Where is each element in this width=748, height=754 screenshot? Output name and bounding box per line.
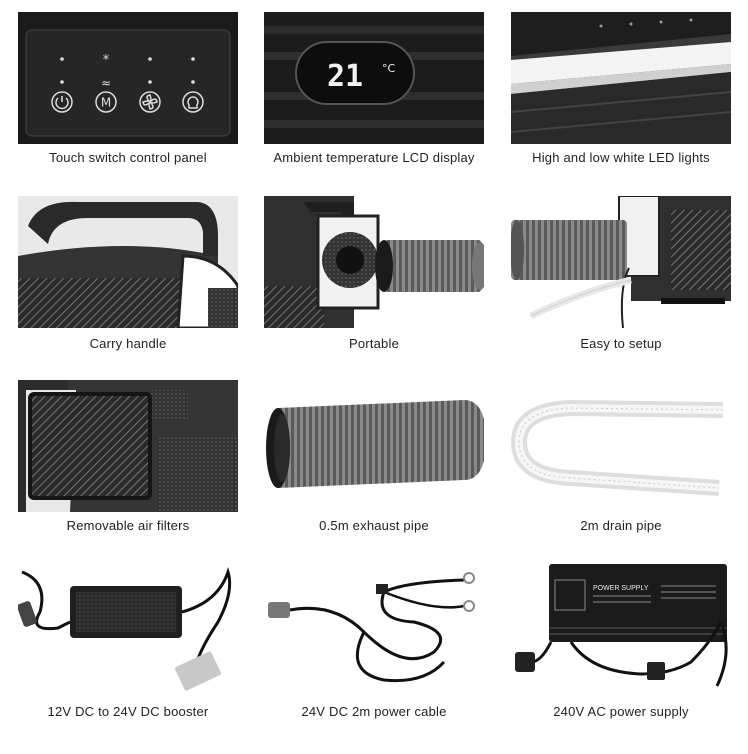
caption: 12V DC to 24V DC booster	[47, 704, 209, 719]
mode-button-icon	[95, 91, 117, 113]
svg-text:M: M	[101, 96, 111, 110]
easy-setup-photo	[511, 196, 731, 328]
caption: Carry handle	[89, 336, 167, 351]
caption: 240V AC power supply	[553, 704, 689, 719]
caption: Ambient temperature LCD display	[273, 150, 475, 165]
power-button-icon	[51, 91, 73, 113]
caption: Easy to setup	[580, 336, 662, 351]
power-cable-photo	[264, 562, 484, 694]
caption: Removable air filters	[66, 518, 190, 533]
booster-photo	[18, 562, 238, 694]
temperature-readout: 21	[327, 59, 363, 94]
caption: High and low white LED lights	[532, 150, 710, 165]
power-supply-photo: POWER SUPPLY	[511, 562, 731, 694]
portable-photo	[264, 196, 484, 328]
caption: 2m drain pipe	[580, 518, 662, 533]
fan-button-icon	[139, 91, 161, 113]
led-lights-photo	[511, 12, 731, 144]
caption: Portable	[348, 336, 400, 351]
carry-handle-photo	[18, 196, 238, 328]
lcd-display-photo: 21 °C	[264, 12, 484, 144]
temperature-unit: °C	[382, 62, 396, 75]
drain-pipe-photo	[511, 380, 731, 512]
snowflake-icon: *	[103, 53, 110, 68]
caption: Touch switch control panel	[49, 150, 207, 165]
control-panel-photo: * ≈ M	[18, 12, 238, 144]
caption: 0.5m exhaust pipe	[319, 518, 429, 533]
exhaust-pipe-photo	[264, 380, 484, 512]
wave-icon: ≈	[101, 76, 111, 90]
light-button-icon	[182, 91, 204, 113]
power-supply-label: POWER SUPPLY	[593, 585, 649, 592]
caption: 24V DC 2m power cable	[301, 704, 447, 719]
air-filters-photo	[18, 380, 238, 512]
